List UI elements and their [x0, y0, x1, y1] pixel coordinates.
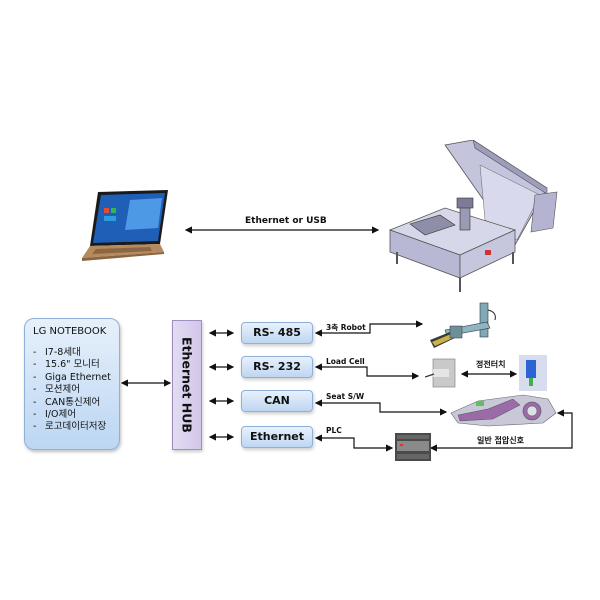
plc-label: PLC: [326, 426, 342, 435]
robot-label: 3축 Robot: [326, 323, 366, 332]
spec-item: 15.6" 모니터: [33, 359, 119, 371]
spec-item: 로고데이터저장: [33, 421, 119, 433]
loadcell-image: [425, 358, 456, 388]
spec-item: CAN통신제어: [33, 397, 119, 409]
seat-switch-image: [450, 394, 557, 427]
signal-label: 일반 접압신호: [477, 436, 524, 445]
notebook-spec-list: I7-8세대 15.6" 모니터 Giga Ethernet 모션제어 CAN통…: [33, 347, 119, 434]
hub-label: Ethernet HUB: [179, 337, 195, 433]
signal-line: [429, 409, 573, 452]
spec-item: I/O제어: [33, 409, 119, 421]
plc-image: [395, 433, 431, 461]
rs485-box: RS- 485: [241, 322, 313, 344]
spec-item: I7-8세대: [33, 347, 119, 359]
can-box: CAN: [241, 390, 313, 412]
touch-sensor-image: [519, 355, 547, 391]
robot-line: [314, 320, 424, 337]
plc-line: [314, 434, 394, 452]
loadcell-line: [314, 363, 420, 380]
seat-sw-label: Seat S/W: [326, 392, 365, 401]
robot-image: [430, 302, 496, 348]
rs232-box: RS- 232: [241, 356, 313, 378]
ethernet-box: Ethernet: [241, 426, 313, 448]
test-machine-image: [388, 140, 558, 292]
notebook-spec-box: LG NOTEBOOK I7-8세대 15.6" 모니터 Giga Ethern…: [24, 318, 120, 450]
loadcell-label: Load Cell: [326, 357, 365, 366]
laptop-image: [82, 190, 168, 261]
ethernet-hub-box: Ethernet HUB: [172, 320, 202, 450]
spec-item: 모션제어: [33, 384, 119, 396]
top-link-label: Ethernet or USB: [245, 216, 327, 226]
spec-item: Giga Ethernet: [33, 372, 119, 384]
notebook-title: LG NOTEBOOK: [33, 326, 107, 337]
touch-label: 정전터치: [476, 360, 506, 369]
seat-line: [314, 399, 448, 416]
